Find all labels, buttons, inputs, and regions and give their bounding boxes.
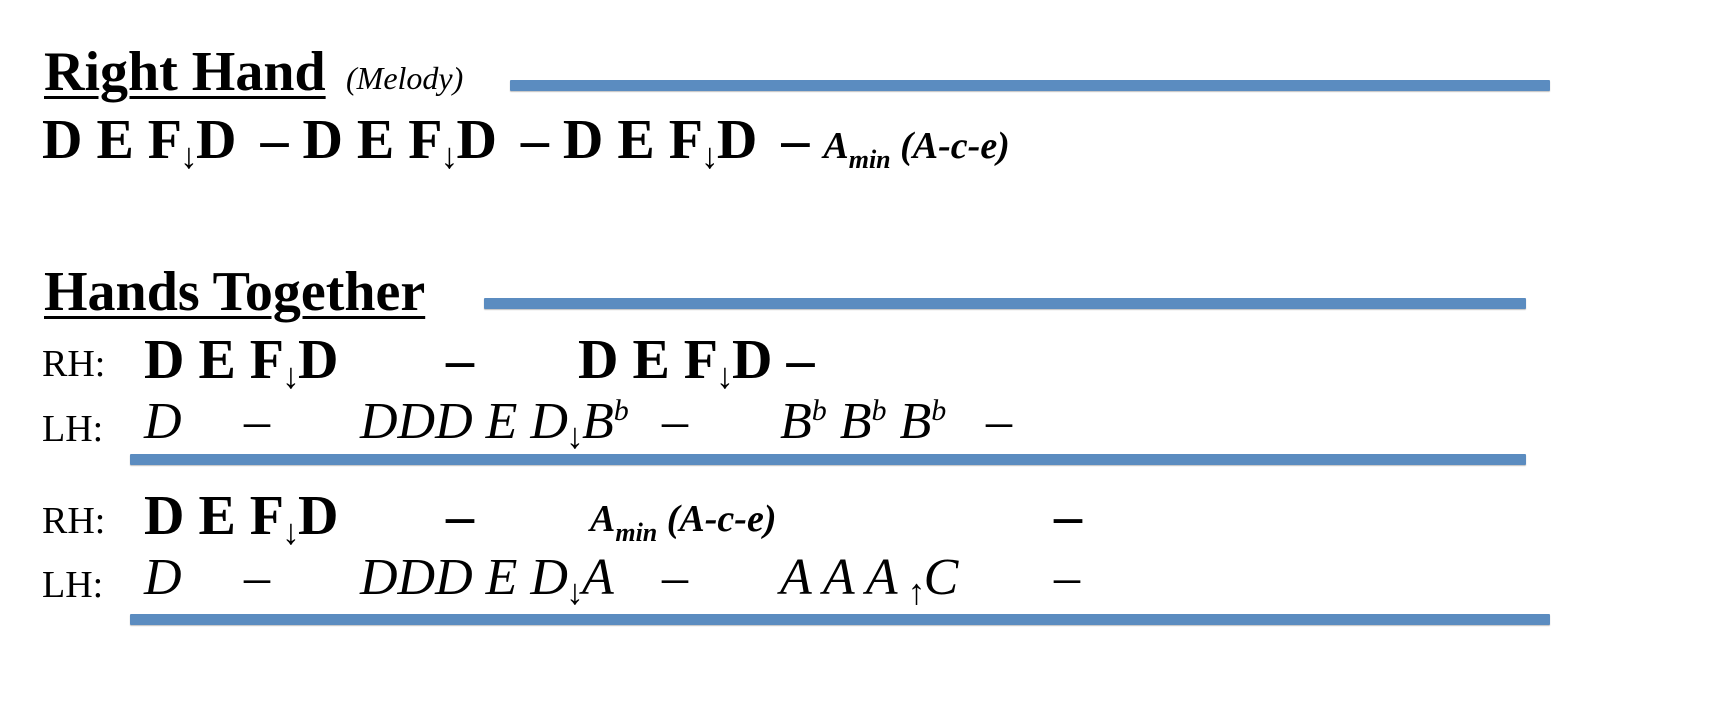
melody-group-2: D E F <box>302 109 443 171</box>
hands-together-rule <box>484 298 1526 309</box>
down-arrow-icon: ↓ <box>700 136 719 176</box>
row1-rh-group-1: D E F↓D <box>144 329 339 394</box>
lh-label-2: LH: <box>42 564 104 606</box>
melody-chord: Amin (A-c-e) <box>823 125 1010 173</box>
row2-rh-dash-1: – <box>446 485 474 547</box>
down-arrow-icon: ↓ <box>282 356 300 396</box>
rh-label-1: RH: <box>42 343 106 385</box>
row2-lh-dash-2: – <box>662 549 688 606</box>
melody-dash-3: – <box>781 109 810 171</box>
row2-lh-group-3: A A A ↑C <box>780 549 959 611</box>
down-arrow-icon: ↓ <box>282 512 300 552</box>
row2-lh-d: D <box>144 549 182 606</box>
row1-rh-notes-end: D <box>298 329 339 391</box>
row2-lh-a: A <box>581 549 614 606</box>
melody-group-3-end: D <box>716 109 758 171</box>
melody-group-1-end: D <box>196 109 237 171</box>
flat-sign: b <box>811 394 827 427</box>
row2-rh-group-1: D E F↓D <box>144 485 339 550</box>
rh-label-2: RH: <box>42 500 106 542</box>
chord-root: A <box>823 125 849 167</box>
chord-notes: (A-c-e) <box>900 125 1010 167</box>
row2-rh-dash-2: – <box>1054 485 1082 547</box>
right-hand-heading: Right Hand <box>44 41 326 103</box>
right-hand-subtitle: (Melody) <box>346 60 464 96</box>
right-hand-melody-line: D E F↓D – D E F↓D – D E F↓D – Amin (A-c-… <box>42 109 1010 174</box>
flat-sign: b <box>931 394 947 427</box>
row2-divider-rule <box>130 614 1550 625</box>
row2-lh-notes: DDD E D <box>360 549 568 606</box>
row1-rh-notes-2-end: D <box>732 329 773 391</box>
melody-group-1: D E F <box>42 109 182 171</box>
chord-quality: min <box>615 518 658 547</box>
row2-lh-aaa: A A A <box>780 549 897 606</box>
melody-group-3: D E F <box>562 109 703 171</box>
row1-lh-bflats: Bb Bb Bb <box>780 396 946 448</box>
row2-rh-notes-end: D <box>298 485 339 547</box>
row1-lh-notes: DDD E D <box>360 393 568 450</box>
row1-rh-dash-2: – <box>786 329 815 391</box>
down-arrow-icon: ↓ <box>180 136 198 176</box>
melody-dash-1: – <box>260 109 289 171</box>
row1-rh-notes: D E F <box>144 329 284 391</box>
row2-lh-group-2: DDD E D↓A <box>360 549 614 611</box>
melody-group-2-end: D <box>456 109 497 171</box>
chord-quality: min <box>848 145 891 174</box>
melody-dash-2: – <box>520 109 549 171</box>
bflat-1: B <box>780 393 812 450</box>
row2-lh-c: C <box>923 549 959 606</box>
chord-root: A <box>590 498 616 540</box>
hands-together-heading: Hands Together <box>44 261 426 323</box>
row1-rh-dash-1: – <box>446 329 474 391</box>
row1-lh-d: D <box>144 393 182 450</box>
row1-lh-dash-2: – <box>662 393 688 450</box>
row2-lh-dash-3: – <box>1054 549 1080 606</box>
flat-sign: b <box>613 394 629 427</box>
flat-sign: b <box>871 394 887 427</box>
right-hand-rule <box>510 80 1550 91</box>
row1-rh-notes-2: D E F <box>578 329 718 391</box>
down-arrow-icon: ↓ <box>716 356 734 396</box>
row1-divider-rule <box>130 454 1526 465</box>
chord-notes: (A-c-e) <box>666 498 777 540</box>
row1-lh-dash-3: – <box>986 393 1012 450</box>
bflat-2: B <box>839 393 872 450</box>
down-arrow-icon: ↓ <box>565 572 584 612</box>
row1-lh-dash-1: – <box>244 393 270 450</box>
bflat-3: B <box>899 393 932 450</box>
row2-rh-chord: Amin (A-c-e) <box>590 498 777 546</box>
row2-rh-notes: D E F <box>144 485 284 547</box>
row1-rh-group-2: D E F↓D – <box>578 329 815 394</box>
row1-lh-group-2: DDD E D↓Bb <box>360 393 629 455</box>
lh-label-1: LH: <box>42 408 104 450</box>
up-arrow-icon: ↑ <box>907 572 926 612</box>
row2-lh-dash-1: – <box>244 549 270 606</box>
down-arrow-icon: ↓ <box>565 416 584 456</box>
down-arrow-icon: ↓ <box>440 136 459 176</box>
row1-lh-bflat: B <box>581 393 614 450</box>
